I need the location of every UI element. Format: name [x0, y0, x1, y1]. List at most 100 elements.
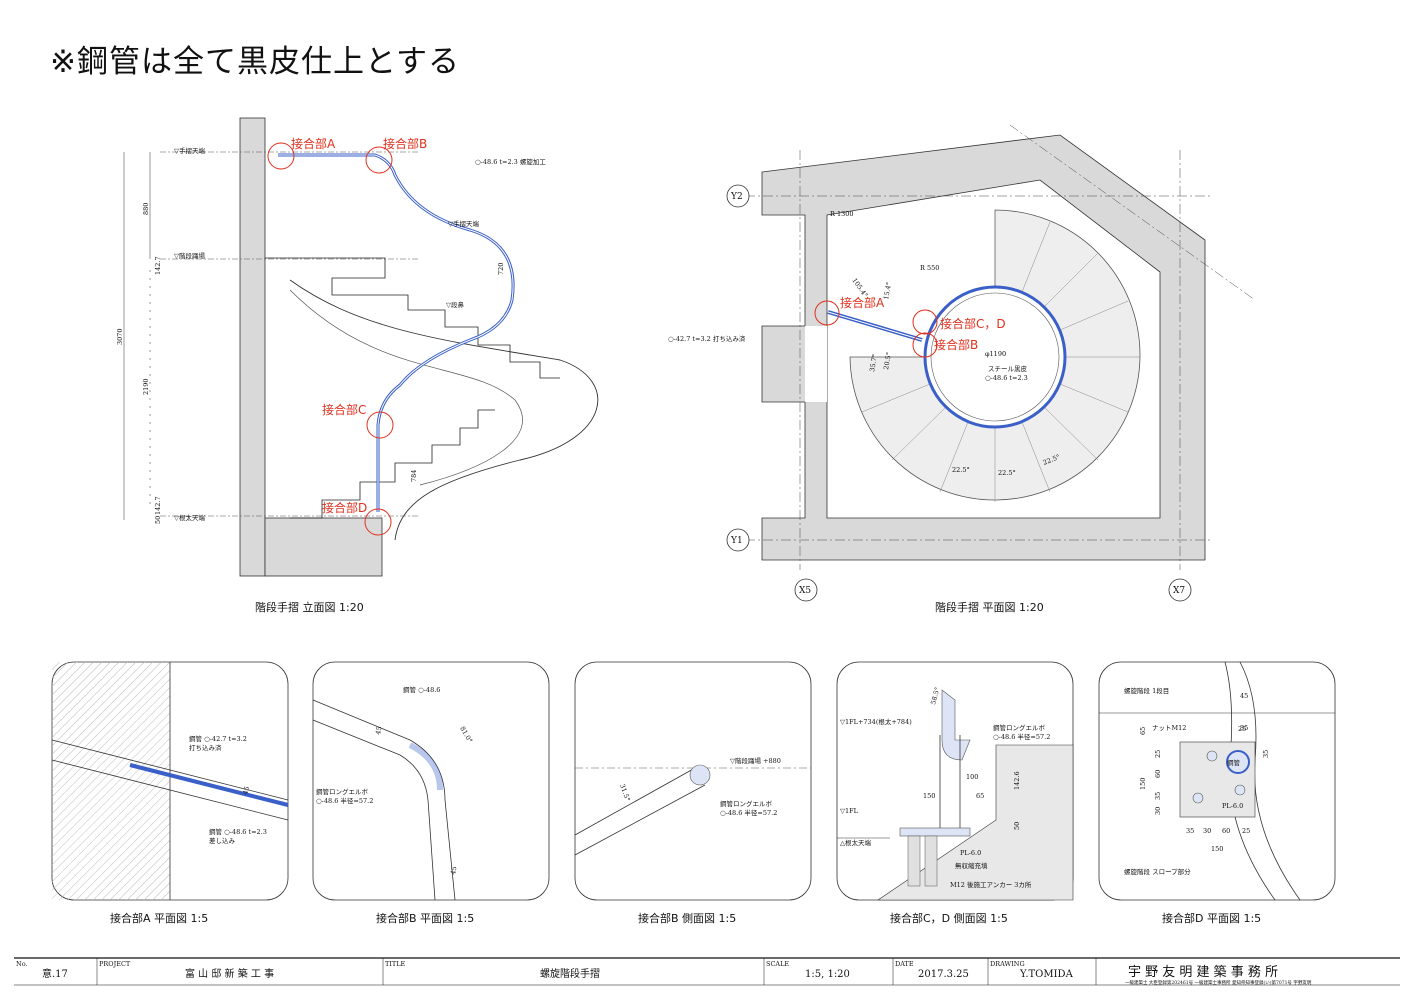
handrail-pipe-highlight [278, 154, 514, 512]
radius-1300: R 1300 [830, 210, 854, 218]
detail-cd-level-3: △根太天端 [840, 838, 871, 847]
angle-22-5-b: 22.5° [998, 469, 1016, 477]
tb-scale: 1:5, 1:20 [805, 969, 850, 980]
tb-no: 意.17 [42, 967, 68, 980]
plan-joint-b-marker [912, 332, 938, 358]
detail-d-dim-35c: 35 [1154, 792, 1162, 800]
detail-d-dim-25c: 25 [1242, 827, 1250, 835]
detail-cd-grout: 無収縮充填 [955, 861, 988, 870]
detail-d-dim-25a: 25 [1154, 750, 1162, 758]
plan-joint-cd-marker [912, 309, 938, 335]
plan-steel-note: スチール黒皮 [988, 364, 1028, 373]
detail-d-dim-25b: 25 [1238, 725, 1246, 733]
level-landing: ▽階段踊場 [174, 251, 205, 260]
grid-x5: X5 [799, 586, 811, 596]
joint-c-marker [366, 411, 394, 439]
detail-b-side: ▽階段踊場 +880 31.5° 鋼管ロングエルボ ○-48.6 半径=57.2… [574, 661, 812, 925]
elev-pipe-note: ○-48.6 t=2.3 螺旋加工 [475, 157, 546, 166]
angle-20: 20.5° [882, 351, 893, 370]
tb-date-label: DATE [895, 960, 914, 968]
plan-steel-spec: ○-48.6 t=2.3 [985, 374, 1028, 382]
grid-y2: Y2 [730, 192, 743, 202]
grid-y1: Y1 [730, 536, 743, 546]
tb-date: 2017.3.25 [918, 969, 969, 980]
detail-d-dim-30a: 30 [1154, 807, 1162, 815]
plan-joint-a-marker [814, 300, 840, 326]
spiral-soffit-curve [289, 289, 523, 486]
detail-d-dim-35d: 35 [1186, 827, 1194, 835]
angle-15: 15.4° [882, 281, 893, 300]
detail-b-note-1: 鋼管 ○-48.6 [403, 685, 440, 694]
level-nosing: ▽段鼻 [446, 300, 464, 309]
detail-cd-caption: 接合部C，D 側面図 1:5 [890, 911, 1008, 925]
detail-cd-dim-100: 100 [966, 773, 978, 781]
detail-b-side-note-2: 鋼管ロングエルボ [720, 799, 773, 808]
detail-b-side-caption: 接合部B 側面図 1:5 [638, 911, 736, 925]
elevation-floor-slab [264, 517, 383, 577]
plan-diameter: φ1190 [985, 350, 1006, 358]
detail-d-dim-35b: 35 [1262, 750, 1270, 758]
detail-d-note-2: 螺旋階段 スロープ部分 [1124, 867, 1191, 876]
detail-b-side-note-3: ○-48.6 半径=57.2 [720, 808, 777, 817]
detail-d-caption: 接合部D 平面図 1:5 [1162, 911, 1261, 925]
title-block: No. 意.17 PROJECT 富 山 邸 新 築 工 事 TITLE 螺旋階… [14, 957, 1400, 986]
detail-d-dim-150b: 150 [1211, 845, 1223, 853]
detail-d-dim-35a: 35 [1240, 724, 1248, 732]
elev-joint-b-label: 接合部B [383, 136, 427, 151]
dim-720: 720 [497, 263, 505, 275]
detail-b-note-3: ○-48.6 半径=57.2 [316, 796, 373, 805]
detail-a-dim: 45 [241, 785, 251, 795]
detail-d-dim-30b: 30 [1203, 827, 1211, 835]
elev-joint-c-label: 接合部C [322, 402, 366, 417]
detail-cd-dim-65: 65 [976, 792, 984, 800]
grid-bubble-y1 [726, 528, 750, 552]
tb-scale-label: SCALE [766, 960, 789, 968]
detail-b-plan-caption: 接合部B 平面図 1:5 [376, 911, 474, 925]
detail-a-note-4: 差し込み [209, 836, 236, 845]
angle-35: 35.7° [868, 353, 879, 372]
radius-550: R 550 [920, 264, 939, 272]
detail-cd-plate: PL-6.0 [960, 849, 981, 857]
level-handrail-top-2: ▽手摺天端 [448, 219, 479, 228]
dim-142-7-bottom: 142.7 [154, 496, 162, 515]
detail-cd-dim-142: 142.6 [1013, 771, 1021, 790]
detail-b-dim-45b: 45 [449, 866, 458, 876]
dim-2190: 2190 [142, 378, 150, 395]
detail-cd-anchor: M12 後施工アンカー 3カ所 [950, 880, 1032, 889]
detail-d-plate: PL-6.0 [1222, 802, 1243, 810]
dim-50: 50 [154, 516, 162, 524]
detail-b-side-note-1: ▽階段踊場 +880 [730, 756, 781, 765]
tb-project: 富 山 邸 新 築 工 事 [185, 967, 274, 980]
joint-b-marker [365, 146, 393, 174]
grid-x7: X7 [1173, 586, 1185, 596]
detail-cd-dim-50: 50 [1013, 822, 1021, 830]
elevation-wall [239, 117, 266, 577]
detail-d-nut: ナットM12 [1152, 724, 1186, 732]
grid-bubble-x5 [794, 578, 818, 602]
detail-d-dim-45: 45 [1240, 692, 1248, 700]
tb-drawing-label: DRAWING [990, 960, 1025, 968]
level-handrail-top: ▽手摺天端 [174, 146, 205, 155]
detail-b-plan: 鋼管 ○-48.6 45 81.0° 鋼管ロングエルボ ○-48.6 半径=57… [312, 661, 550, 925]
elevation-view: 接合部A 接合部B 接合部C 接合部D ▽手摺天端 ▽階段踊場 ▽根太天端 ▽手… [116, 117, 599, 614]
detail-d-dim-150a: 150 [1139, 778, 1147, 790]
detail-d: 螺旋階段 1段目 45 ナットM12 35 65 25 60 25 35 鋼管 … [1098, 661, 1336, 925]
detail-d-dim-65: 65 [1139, 727, 1147, 735]
upper-stair-steps [265, 257, 560, 379]
detail-d-pipe: 鋼管 [1227, 758, 1241, 767]
dim-3070: 3070 [116, 328, 124, 345]
grid-bubble-x7 [1168, 578, 1192, 602]
tb-firm: 宇 野 友 明 建 築 事 務 所 [1128, 964, 1278, 980]
detail-b-dim-45a: 45 [374, 726, 383, 736]
drawing-heading: ※鋼管は全て黒皮仕上とする [50, 44, 461, 80]
tb-drawer: Y.TOMIDA [1019, 969, 1074, 980]
dim-880: 880 [142, 203, 150, 215]
detail-a-note-3: 鋼管 ○-48.6 t=2.3 [209, 827, 267, 836]
angle-22-5-a: 22.5° [952, 466, 970, 474]
detail-a-caption: 接合部A 平面図 1:5 [110, 911, 208, 925]
level-joist-top: ▽根太天端 [174, 513, 205, 522]
dim-142-7-top: 142.7 [154, 256, 162, 275]
plan-joint-cd-label: 接合部C，D [940, 316, 1006, 331]
elevation-caption: 階段手摺 立面図 1:20 [255, 600, 364, 614]
